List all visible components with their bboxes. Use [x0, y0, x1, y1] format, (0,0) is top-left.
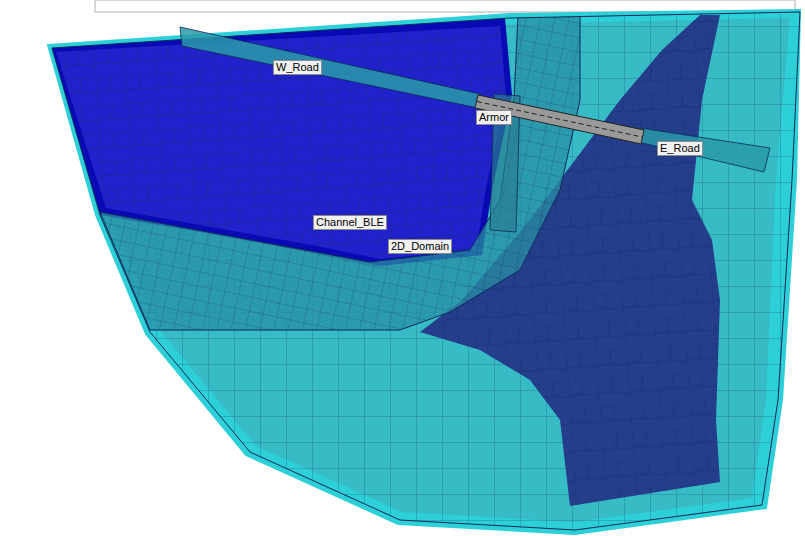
road-label: E_Road — [657, 141, 703, 156]
breakline-label: Channel_BLE — [313, 215, 387, 230]
structure-label: Armor — [476, 110, 512, 125]
road-label: W_Road — [273, 60, 322, 75]
area-label: 2D_Domain — [388, 239, 452, 254]
